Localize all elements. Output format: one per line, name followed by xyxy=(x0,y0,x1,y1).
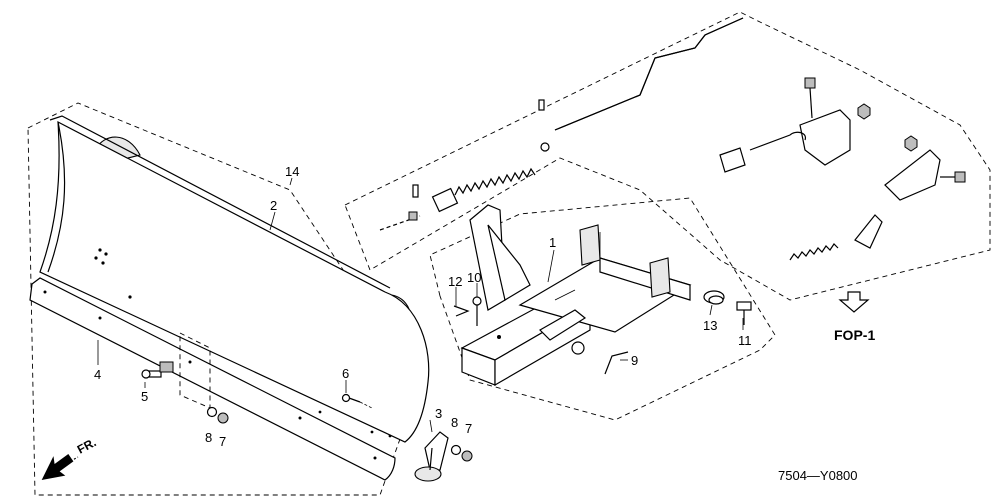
callout-4: 4 xyxy=(94,367,101,382)
blade-hole xyxy=(318,410,322,414)
hitch-group-outline xyxy=(429,197,776,421)
return-spring xyxy=(789,243,839,261)
reference-label: FOP-1 xyxy=(834,327,875,343)
blade-hole xyxy=(98,248,102,252)
blade-hole xyxy=(370,430,374,434)
callout-5: 5 xyxy=(141,389,148,404)
callout-6: 6 xyxy=(342,366,349,381)
nut-7 xyxy=(217,412,229,424)
callout-11: 11 xyxy=(738,333,752,348)
callout-8b: 8 xyxy=(451,415,458,430)
bolt-6 xyxy=(341,393,373,409)
handle-9 xyxy=(604,351,629,375)
callout-8a: 8 xyxy=(205,430,212,445)
figure-code: 7504—Y0800 xyxy=(778,468,858,483)
nut-7 xyxy=(461,450,473,462)
blade xyxy=(39,115,430,443)
callout-14: 14 xyxy=(285,164,299,179)
callout-10: 10 xyxy=(467,270,481,285)
callout-7b: 7 xyxy=(465,421,472,436)
callout-1: 1 xyxy=(549,235,556,250)
front-label: FR. xyxy=(75,435,99,456)
mount-brackets xyxy=(719,77,966,261)
blade-hole xyxy=(388,434,392,438)
blade-hole xyxy=(101,261,105,265)
cutting-edge xyxy=(29,277,396,481)
front-direction: FR. xyxy=(41,435,99,480)
pin-10 xyxy=(472,296,482,326)
skid-shoe xyxy=(414,431,449,482)
linkage xyxy=(379,17,744,231)
callout-9: 9 xyxy=(631,353,638,368)
callout-3: 3 xyxy=(435,406,442,421)
callout-13: 13 xyxy=(703,318,717,333)
washer-8 xyxy=(206,406,218,418)
spring xyxy=(454,167,536,196)
leader-lines xyxy=(97,177,744,433)
callout-2: 2 xyxy=(270,198,277,213)
linkage-group-outline xyxy=(344,11,991,301)
callout-12: 12 xyxy=(448,274,462,289)
hitch-frame xyxy=(460,204,692,387)
blade-hole xyxy=(128,295,132,299)
front-arrow-icon xyxy=(41,454,74,480)
washer-8 xyxy=(450,444,462,456)
bolt-11 xyxy=(736,301,752,325)
blade-hole xyxy=(94,256,98,260)
blade-hole xyxy=(104,252,108,256)
callout-7a: 7 xyxy=(219,434,226,449)
bolt-5 xyxy=(141,361,174,379)
hairpin-13 xyxy=(703,290,725,305)
clip-12 xyxy=(453,305,470,317)
down-arrow-icon xyxy=(838,291,870,313)
